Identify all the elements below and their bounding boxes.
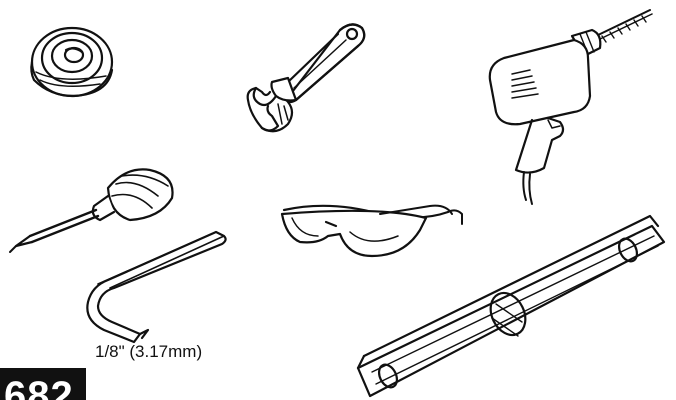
power-drill-icon	[488, 9, 653, 205]
tape-roll-icon	[30, 26, 114, 98]
size-label: 1/8" (3.17mm)	[95, 342, 203, 361]
page-number-badge: 682	[0, 368, 86, 400]
allen-wrench-icon	[86, 230, 227, 344]
spirit-level-icon	[356, 214, 666, 398]
phillips-screwdriver-icon	[9, 168, 174, 253]
safety-glasses-icon	[280, 204, 463, 258]
page-number: 682	[4, 374, 74, 400]
adjustable-wrench-icon	[246, 23, 366, 133]
